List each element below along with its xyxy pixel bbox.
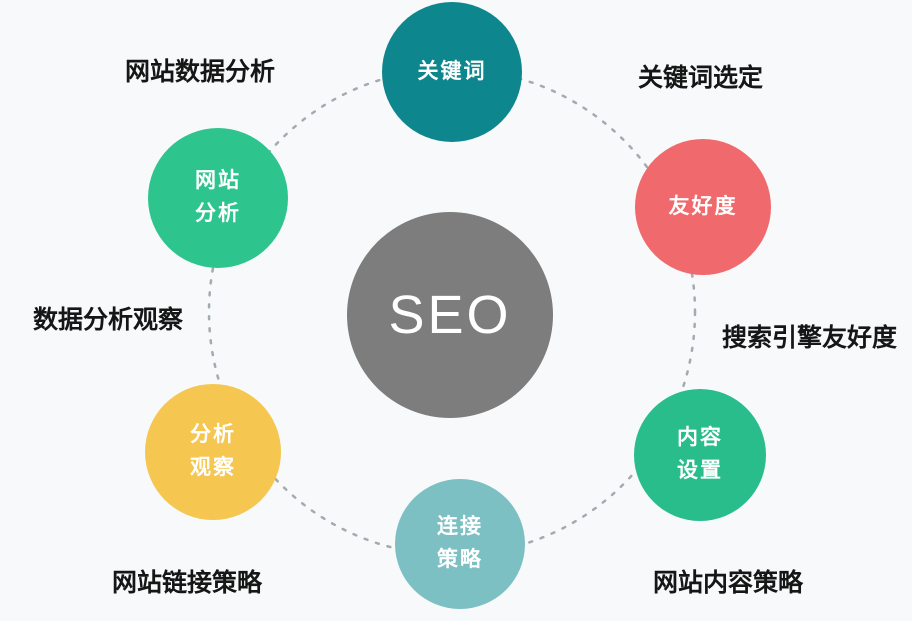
label-site-content-strategy: 网站内容策略 <box>653 569 804 597</box>
node-content-settings-line2: 设置 <box>677 459 723 482</box>
node-keywords-label: 关键词 <box>417 59 487 83</box>
label-site-data-analysis: 网站数据分析 <box>125 58 276 86</box>
node-site-analysis-line2: 分析 <box>195 202 241 225</box>
node-analysis-observation-line1: 分析 <box>190 423 236 447</box>
seo-label: SEO <box>388 285 512 345</box>
node-analysis-observation: 分析 观察 <box>145 384 281 520</box>
node-link-strategy-line1: 连接 <box>437 515 483 539</box>
node-link-strategy: 连接 策略 <box>395 479 525 609</box>
label-data-analysis-observation: 数据分析观察 <box>33 306 184 334</box>
dashed-ring-circle <box>207 67 697 557</box>
node-site-analysis: 网站 分析 <box>148 128 288 268</box>
node-content-settings-line1: 内容 <box>677 426 723 450</box>
node-analysis-observation-line2: 观察 <box>190 456 236 479</box>
node-keywords: 关键词 <box>382 2 522 142</box>
node-friendliness-label: 友好度 <box>668 194 738 218</box>
label-site-link-strategy: 网站链接策略 <box>112 569 263 597</box>
node-friendliness: 友好度 <box>635 139 771 275</box>
node-link-strategy-line2: 策略 <box>437 548 483 571</box>
label-keyword-selection: 关键词选定 <box>638 64 764 92</box>
node-site-analysis-line1: 网站 <box>195 169 241 193</box>
label-search-engine-friendliness: 搜索引擎友好度 <box>722 324 898 352</box>
node-content-settings: 内容 设置 <box>634 389 766 521</box>
center-circle-seo: SEO <box>347 212 553 418</box>
